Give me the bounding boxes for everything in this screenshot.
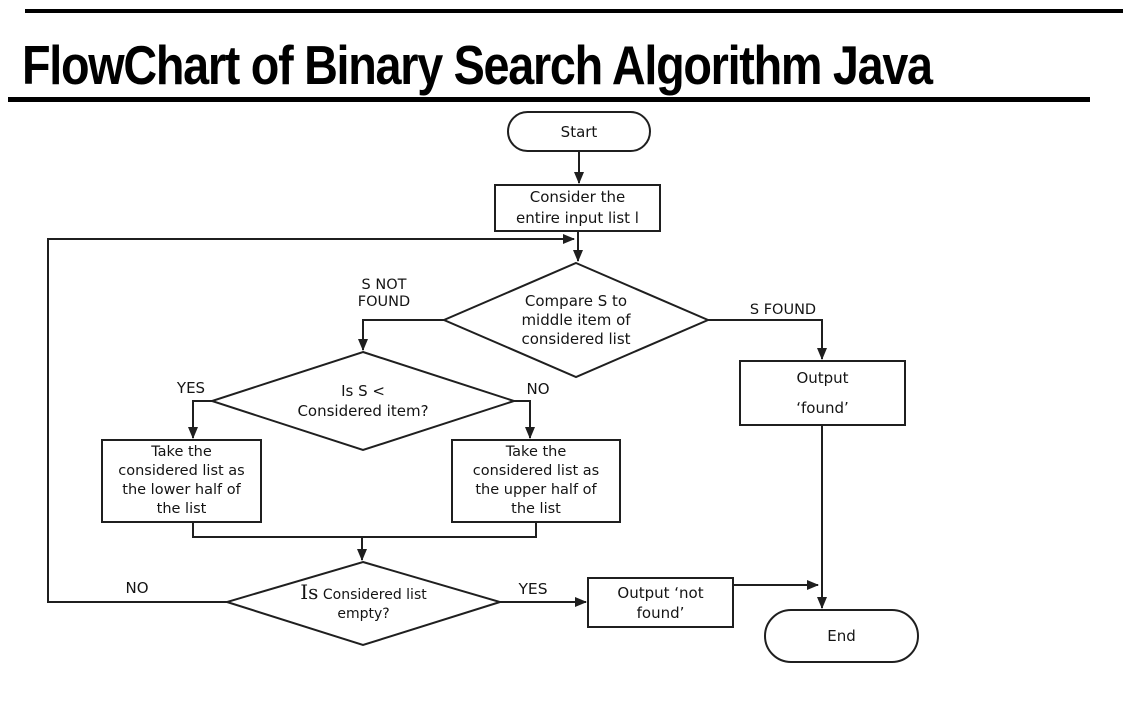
output-found-label: Output ‘found’ bbox=[740, 361, 905, 425]
edge-compare-s-not-found bbox=[358, 319, 444, 351]
compare-label: Compare S to middle item of considered l… bbox=[444, 263, 708, 377]
lower-line1: Take the bbox=[151, 444, 212, 460]
is-empty-line2: empty? bbox=[337, 606, 390, 622]
edge-halves-join bbox=[192, 522, 537, 538]
edge-label-s-found: S FOUND bbox=[749, 302, 817, 318]
output-found-line1: Output bbox=[796, 369, 849, 387]
is-less-decision-shape bbox=[208, 350, 518, 452]
end-terminator-shape bbox=[764, 609, 919, 663]
output-not-found-line1: Output ‘not bbox=[617, 583, 704, 602]
output-not-found-process-shape bbox=[587, 577, 734, 628]
is-less-line1: Is S < bbox=[341, 382, 385, 400]
lower-line2: considered list as bbox=[118, 463, 245, 479]
upper-half-label: Take the considered list as the upper ha… bbox=[452, 440, 620, 522]
output-not-found-line2: found’ bbox=[636, 603, 685, 622]
compare-line1: Compare S to bbox=[524, 291, 628, 310]
compare-decision-shape bbox=[441, 261, 711, 379]
s-not-found-line1: S NOT bbox=[361, 277, 407, 293]
consider-list-label: Consider the entire input list l bbox=[495, 185, 660, 231]
is-empty-word-is: Is bbox=[300, 580, 319, 604]
lower-half-label: Take the considered list as the lower ha… bbox=[102, 440, 261, 522]
top-border-line bbox=[25, 9, 1123, 13]
s-not-found-line2: FOUND bbox=[357, 294, 411, 310]
is-empty-decision-shape bbox=[223, 560, 504, 647]
upper-line4: the list bbox=[511, 501, 561, 517]
edge-label-less-no: NO bbox=[526, 380, 550, 398]
start-label: Start bbox=[508, 112, 650, 151]
lower-line3: the lower half of bbox=[122, 482, 241, 498]
output-found-line2: ‘found’ bbox=[796, 399, 849, 417]
edge-label-empty-yes: YES bbox=[518, 580, 548, 598]
flow-shapes bbox=[101, 111, 919, 663]
flow-edges bbox=[47, 152, 827, 609]
compare-line3: considered list bbox=[521, 329, 631, 348]
edge-label-s-not-found: S NOT FOUND bbox=[346, 277, 422, 311]
start-text: Start bbox=[560, 122, 598, 141]
output-found-process-shape bbox=[739, 360, 906, 426]
upper-half-process-shape bbox=[451, 439, 621, 523]
title-underline bbox=[8, 97, 1090, 102]
end-text: End bbox=[827, 627, 856, 645]
edge-label-empty-no: NO bbox=[125, 579, 149, 597]
start-terminator-shape bbox=[507, 111, 651, 152]
is-empty-line1: Is Considered list bbox=[300, 580, 427, 605]
edge-compare-s-found bbox=[708, 319, 827, 360]
edge-label-less-yes: YES bbox=[176, 379, 206, 397]
is-less-label: Is S < Considered item? bbox=[212, 352, 514, 450]
page-title: FlowChart of Binary Search Algorithm Jav… bbox=[22, 34, 933, 96]
edge-less-yes bbox=[188, 400, 212, 439]
upper-line3: the upper half of bbox=[475, 482, 597, 498]
consider-line1: Consider the bbox=[529, 188, 626, 206]
is-empty-line1-rest: Considered list bbox=[322, 587, 427, 603]
is-less-line2: Considered item? bbox=[297, 402, 429, 420]
consider-process-shape bbox=[494, 184, 661, 232]
end-label: End bbox=[765, 610, 918, 662]
consider-line2: entire input list l bbox=[516, 209, 639, 227]
lower-line4: the list bbox=[156, 501, 207, 517]
is-empty-label: Is Considered list empty? bbox=[227, 562, 500, 645]
lower-half-process-shape bbox=[101, 439, 262, 523]
compare-line2: middle item of bbox=[521, 310, 631, 329]
edge-empty-no-loop bbox=[47, 234, 575, 603]
upper-line1: Take the bbox=[505, 444, 567, 460]
edge-less-no bbox=[514, 400, 535, 439]
upper-line2: considered list as bbox=[472, 463, 600, 479]
output-not-found-label: Output ‘not found’ bbox=[588, 578, 733, 627]
